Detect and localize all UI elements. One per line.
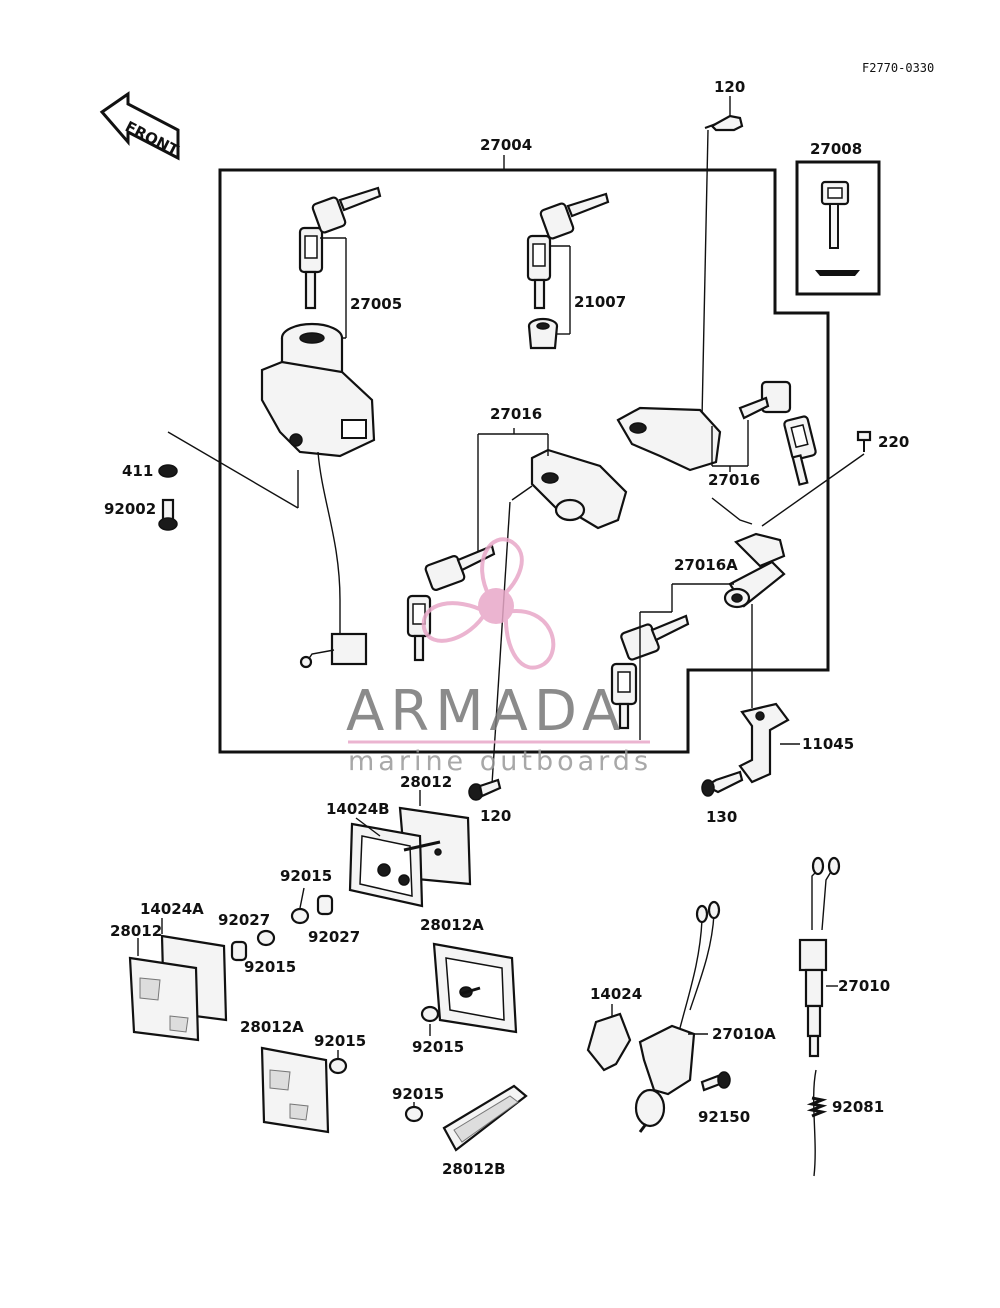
switch-27010A-icon (634, 900, 721, 1133)
label-27016A: 27016A (674, 556, 738, 574)
spring-92081-icon (806, 1069, 828, 1177)
ignition-switch-icon (260, 322, 376, 458)
nut-411-icon (158, 464, 178, 478)
watermark-brand: ARMADA (346, 679, 626, 744)
reflector-28012B-icon (442, 1084, 528, 1152)
label-92015-b: 92015 (244, 958, 296, 976)
harness-connector-icon (330, 632, 368, 666)
label-120-bottom: 120 (480, 807, 511, 825)
label-92015-c: 92015 (412, 1038, 464, 1056)
lock-cylinder-21007-icon (527, 317, 559, 350)
label-130: 130 (706, 808, 737, 826)
nut-92015-e-icon (404, 1105, 424, 1123)
label-220: 220 (878, 433, 909, 451)
nut-92015-c-icon (420, 1005, 440, 1023)
label-92027-b: 92027 (218, 911, 270, 929)
screw-120-top-icon (704, 114, 744, 132)
label-120-top: 120 (714, 78, 745, 96)
screw-120-bottom-icon (468, 778, 502, 801)
label-28012-top: 28012 (400, 773, 452, 791)
spacer-92027-b-icon (230, 940, 248, 962)
bolt-92002-icon (158, 498, 178, 531)
label-14024A: 14024A (140, 900, 204, 918)
seat-lock-27016A-icon (711, 497, 786, 609)
label-92081: 92081 (832, 1098, 884, 1116)
label-28012-left: 28012 (110, 922, 162, 940)
label-27016-right: 27016 (708, 471, 760, 489)
label-92015-a: 92015 (280, 867, 332, 885)
label-27005: 27005 (350, 295, 402, 313)
ignition-kit-frame (218, 168, 830, 754)
label-14024: 14024 (590, 985, 642, 1003)
reflector-28012A-left-icon (260, 1046, 330, 1134)
label-411: 411 (122, 462, 153, 480)
label-27016-mid: 27016 (490, 405, 542, 423)
label-27004: 27004 (480, 136, 532, 154)
label-27008: 27008 (810, 140, 862, 158)
label-92015-e: 92015 (392, 1085, 444, 1103)
label-27010: 27010 (838, 977, 890, 995)
front-arrow-icon: FRONT (99, 91, 182, 161)
steering-lock-27016-mid-icon (530, 448, 628, 530)
steering-lock-27016-right-icon (616, 406, 722, 472)
label-92150: 92150 (698, 1108, 750, 1126)
armada-watermark: ARMADA marine outboards (346, 537, 652, 777)
label-21007: 21007 (574, 293, 626, 311)
label-92027-a: 92027 (308, 928, 360, 946)
screw-220-icon (856, 430, 872, 452)
screw-92150-icon (700, 1071, 731, 1092)
nut-92015-d-icon (328, 1057, 348, 1075)
key-card-27008 (795, 160, 881, 296)
nut-92015-a-icon (290, 907, 310, 925)
key-pair-27005-icon (298, 186, 382, 310)
diagram-code: F2770-0330 (862, 61, 934, 75)
label-92015-d: 92015 (314, 1032, 366, 1050)
reflector-28012-left-icon (128, 956, 200, 1042)
key-pair-27016-right-icon (738, 380, 817, 486)
switch-27010-icon (798, 856, 841, 1058)
armada-propeller-logo-icon (421, 537, 556, 670)
label-11045: 11045 (802, 735, 854, 753)
label-28012A-left: 28012A (240, 1018, 304, 1036)
label-14024B: 14024B (326, 800, 390, 818)
clip-14024-icon (586, 1012, 632, 1072)
label-28012B: 28012B (442, 1160, 506, 1178)
label-92002: 92002 (104, 500, 156, 518)
reflector-base-14024B-icon (348, 822, 441, 908)
bolt-130-icon (701, 770, 744, 797)
nut-92015-b-icon (256, 929, 276, 947)
spacer-92027-a-icon (316, 894, 334, 916)
label-27010A: 27010A (712, 1025, 776, 1043)
key-pair-21007-icon (526, 192, 610, 310)
bracket-11045-icon (738, 702, 790, 784)
label-28012A-mid: 28012A (420, 916, 484, 934)
reflector-28012A-mid-icon (432, 942, 518, 1034)
watermark-tagline: marine outboards (348, 746, 652, 777)
